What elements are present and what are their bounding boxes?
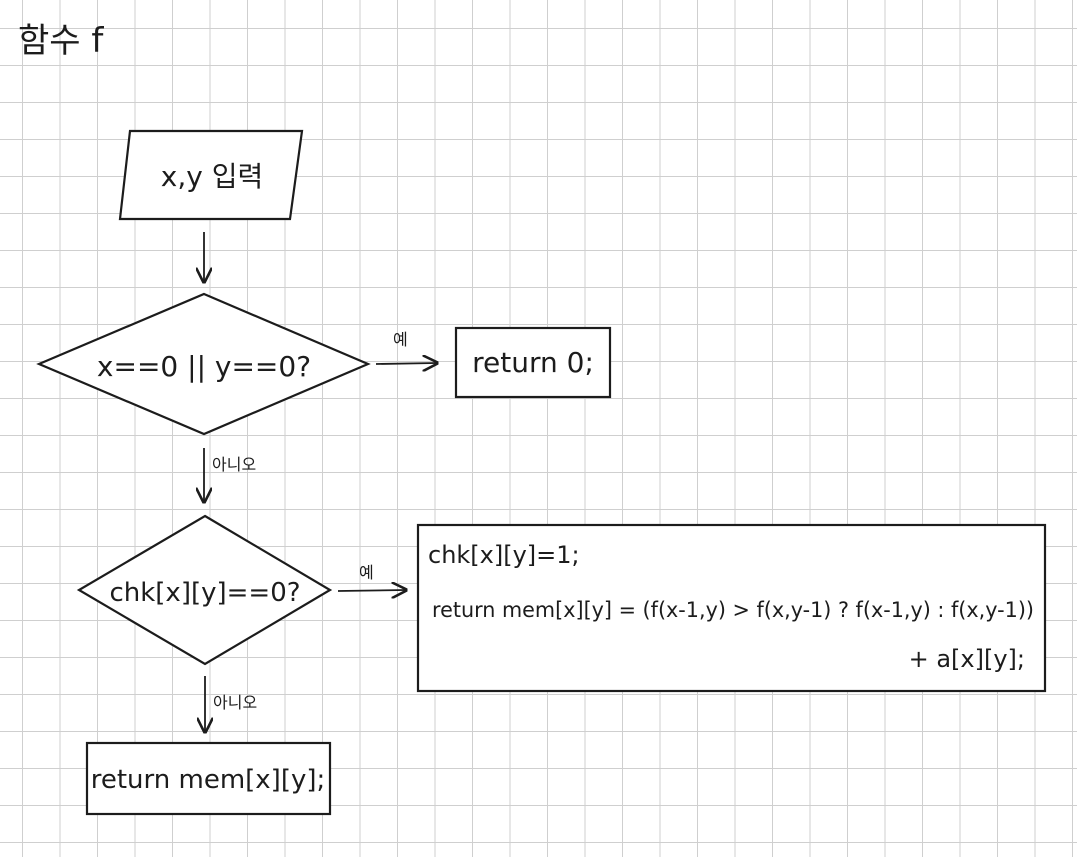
process-box bbox=[416, 523, 1047, 693]
return-zero-box bbox=[454, 326, 612, 399]
diagram-title: 함수 f bbox=[18, 21, 104, 61]
process-line-2: return mem[x][y] = (f(x-1,y) > f(x,y-1) … bbox=[432, 598, 1034, 623]
process-node: chk[x][y]=1; return mem[x][y] = (f(x-1,y… bbox=[416, 523, 1047, 693]
decision-1-label: x==0 || y==0? bbox=[97, 350, 311, 383]
decision-xy-zero: x==0 || y==0? bbox=[36, 292, 371, 436]
decision-diamond-2 bbox=[76, 514, 333, 666]
input-node: x,y 입력 bbox=[118, 129, 304, 221]
input-parallelogram bbox=[118, 129, 304, 221]
decision-chk-zero: chk[x][y]==0? bbox=[76, 514, 333, 666]
return-mem-box bbox=[85, 741, 332, 816]
arrow-cond2-yes bbox=[337, 590, 406, 591]
return-zero-label: return 0; bbox=[472, 346, 594, 379]
cond1-no-label: 아니오 bbox=[212, 455, 256, 474]
cond2-no-label: 아니오 bbox=[213, 693, 257, 712]
return-mem-node: return mem[x][y]; bbox=[85, 741, 332, 816]
return-mem-label: return mem[x][y]; bbox=[91, 765, 326, 795]
decision-2-label: chk[x][y]==0? bbox=[109, 578, 300, 608]
arrow-cond1-yes bbox=[375, 363, 437, 364]
decision-diamond-1 bbox=[36, 292, 371, 436]
cond1-yes-label: 예 bbox=[393, 330, 408, 349]
process-line-3: + a[x][y]; bbox=[909, 645, 1025, 673]
process-line-1: chk[x][y]=1; bbox=[428, 541, 580, 569]
cond2-yes-label: 예 bbox=[359, 563, 374, 582]
return-zero-node: return 0; bbox=[454, 326, 612, 399]
input-label: x,y 입력 bbox=[161, 160, 263, 193]
